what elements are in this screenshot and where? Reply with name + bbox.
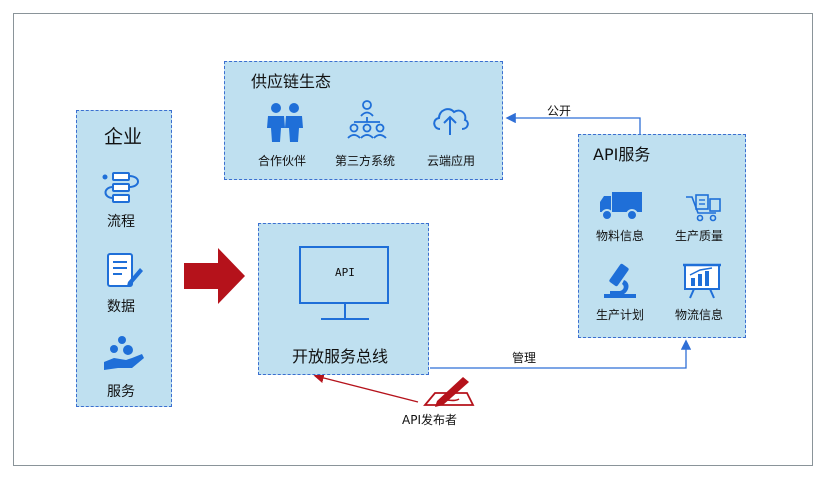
api-services-box	[578, 134, 746, 338]
open-connector-label: 公开	[547, 104, 572, 118]
truck-icon	[600, 192, 642, 221]
open-connector-line	[505, 112, 641, 134]
service-hand-icon	[104, 336, 144, 370]
ecosystem-item-label-third-party: 第三方系统	[335, 154, 396, 168]
api-item-label-logistics: 物流信息	[675, 308, 724, 322]
enterprise-item-label-process: 流程	[107, 214, 135, 230]
enterprise-title: 企业	[104, 126, 143, 148]
bus-title: 开放服务总线	[292, 347, 389, 366]
chart-board-icon	[683, 263, 721, 299]
manage-connector-line	[430, 339, 692, 369]
microscope-icon	[604, 263, 636, 298]
api-services-title: API服务	[593, 145, 651, 164]
quality-cart-icon	[686, 194, 721, 222]
api-item-label-quality: 生产质量	[675, 229, 724, 243]
pen-paper-icon	[423, 377, 475, 407]
main-flow-arrow	[184, 248, 245, 304]
diagram-frame	[13, 13, 813, 466]
enterprise-item-label-data: 数据	[107, 299, 135, 315]
ecosystem-item-label-cloud: 云端应用	[427, 154, 476, 168]
data-document-icon	[107, 253, 143, 287]
monitor-icon	[299, 246, 389, 320]
ecosystem-item-label-partners: 合作伙伴	[258, 154, 307, 168]
monitor-label: API	[335, 266, 355, 279]
process-flow-icon	[102, 172, 139, 203]
partners-icon	[267, 103, 303, 142]
publisher-connector-line	[313, 372, 419, 403]
cloud-upload-icon	[433, 108, 469, 135]
api-item-label-plan: 生产计划	[596, 308, 645, 322]
manage-connector-label: 管理	[512, 351, 537, 365]
third-party-network-icon	[347, 100, 387, 139]
enterprise-item-label-service: 服务	[107, 384, 135, 400]
ecosystem-title: 供应链生态	[251, 72, 332, 91]
api-item-label-material: 物料信息	[596, 229, 645, 243]
publisher-label: API发布者	[402, 413, 457, 427]
